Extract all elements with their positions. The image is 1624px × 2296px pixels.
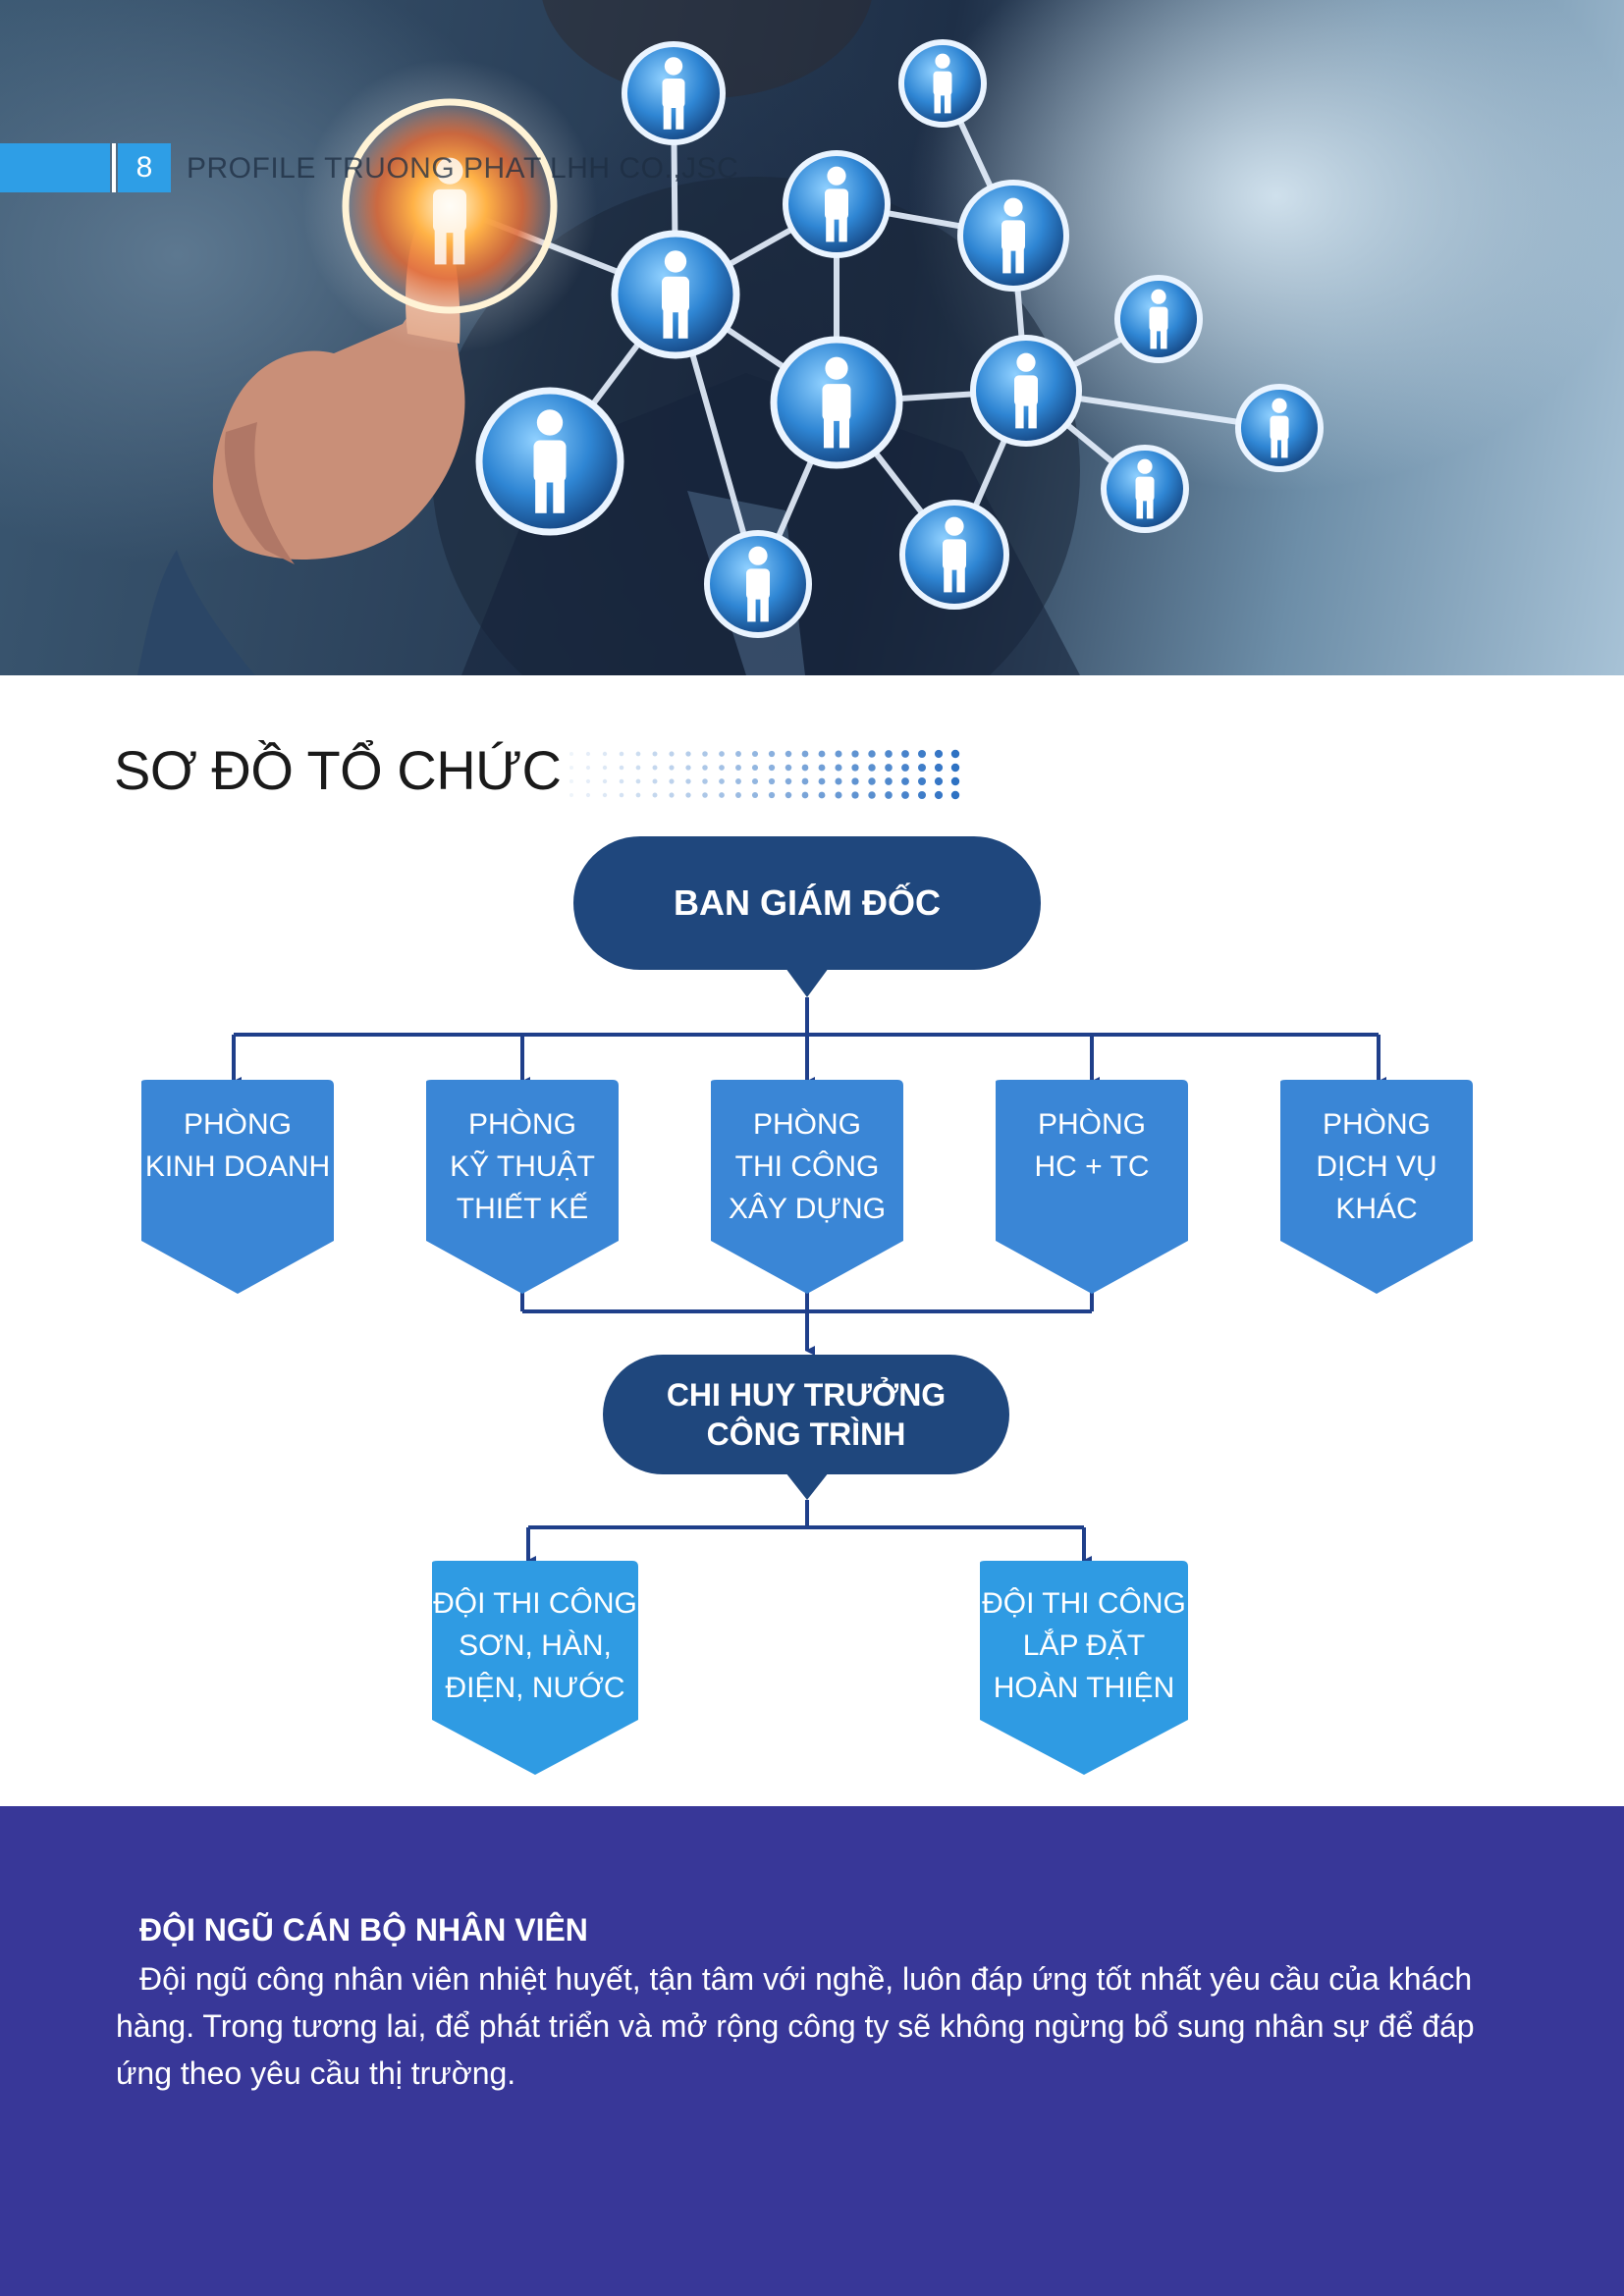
dept-sales-label: PHÒNG KINH DOANH bbox=[144, 1108, 331, 1183]
header-accent-bar bbox=[0, 143, 110, 192]
org-chart-connectors bbox=[141, 968, 1473, 1775]
decorative-dot-pattern bbox=[569, 749, 960, 800]
dept-engineering-label: PHÒNG KỸ THUẬT THIẾT KẾ bbox=[450, 1108, 595, 1225]
dept-shape-sales bbox=[141, 1080, 334, 1294]
dept-shape-other-services bbox=[1280, 1080, 1473, 1294]
dept-admin-label: PHÒNG HC + TC bbox=[1034, 1108, 1150, 1183]
dept-construction-label: PHÒNG THI CÔNG XÂY DỰNG bbox=[728, 1108, 887, 1225]
hero-image: 8 PROFILE TRUONG PHAT LHH CO.,JSC bbox=[0, 0, 1624, 675]
department-shapes bbox=[141, 1080, 1473, 1294]
network-illustration bbox=[137, 0, 1324, 675]
network-nodes bbox=[475, 39, 1324, 638]
site-manager-label: CHI HUY TRƯỞNG CÔNG TRÌNH bbox=[666, 1377, 947, 1452]
page-number: 8 bbox=[118, 143, 171, 192]
dept-shape-engineering bbox=[426, 1080, 619, 1294]
staff-heading: ĐỘI NGŨ CÁN BỘ NHÂN VIÊN bbox=[139, 1912, 588, 1948]
staff-paragraph: Đội ngũ công nhân viên nhiệt huyết, tận … bbox=[116, 1961, 1475, 2091]
section-title: SƠ ĐỒ TỔ CHỨC bbox=[114, 739, 562, 801]
team-shape-1 bbox=[432, 1561, 638, 1775]
dept-shape-construction bbox=[711, 1080, 903, 1294]
site-manager-box: CHI HUY TRƯỞNG CÔNG TRÌNH bbox=[603, 1355, 1009, 1474]
team-shapes bbox=[432, 1561, 1188, 1775]
dept-shape-admin bbox=[996, 1080, 1188, 1294]
team-installation-label: ĐỘI THI CÔNG LẮP ĐẶT HOÀN THIỆN bbox=[982, 1587, 1186, 1704]
header-divider bbox=[112, 143, 116, 192]
board-of-directors-box: BAN GIÁM ĐỐC bbox=[573, 836, 1041, 970]
team-painting-welding-label: ĐỘI THI CÔNG SƠN, HÀN, ĐIỆN, NƯỚC bbox=[433, 1587, 637, 1704]
dept-other-services-label: PHÒNG DỊCH VỤ KHÁC bbox=[1316, 1108, 1437, 1225]
staff-section-band bbox=[0, 1806, 1624, 2296]
team-shape-2 bbox=[980, 1561, 1188, 1775]
running-title: PROFILE TRUONG PHAT LHH CO.,JSC bbox=[187, 152, 739, 185]
